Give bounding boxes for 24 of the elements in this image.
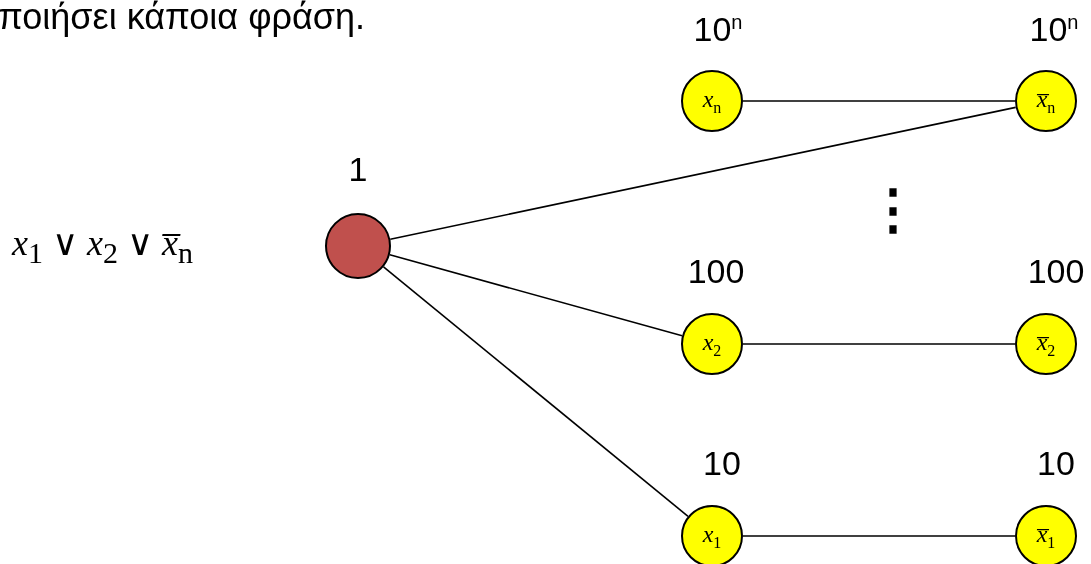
- weight-label: 100: [687, 252, 745, 291]
- variable-node: [681, 505, 743, 564]
- connector-line: [382, 266, 689, 518]
- variable-node: [1015, 505, 1077, 564]
- variable-label: x̅$_{2}$: [1036, 328, 1056, 360]
- variable-label: x$_{n}$: [702, 85, 722, 117]
- weight-label: 10: [703, 444, 741, 483]
- connector-line: [389, 254, 683, 337]
- weight-label: 100: [1027, 252, 1085, 291]
- variable-label: x̅$_{n}$: [1036, 85, 1056, 117]
- variable-label: x$_{2}$: [702, 328, 722, 360]
- clause-formula: x$_{1}$ ∨ x$_{2}$ ∨ x̅$_{n}$: [12, 222, 193, 271]
- variable-label: x̅$_{1}$: [1036, 520, 1056, 552]
- connector-line: [389, 106, 1017, 240]
- weight-label: 10: [1037, 444, 1075, 483]
- variable-label: x$_{1}$: [702, 520, 722, 552]
- connector-line: [742, 343, 1016, 345]
- heading-text: ποιήσει κάποια φράση.: [0, 0, 366, 38]
- weight-label: 10$^{n}$: [693, 10, 743, 49]
- weight-label: 1: [348, 150, 368, 189]
- connector-line: [742, 535, 1016, 537]
- ellipsis: ⋮: [866, 178, 920, 241]
- weight-label: 10$^{n}$: [1029, 10, 1079, 49]
- connector-line: [742, 100, 1016, 102]
